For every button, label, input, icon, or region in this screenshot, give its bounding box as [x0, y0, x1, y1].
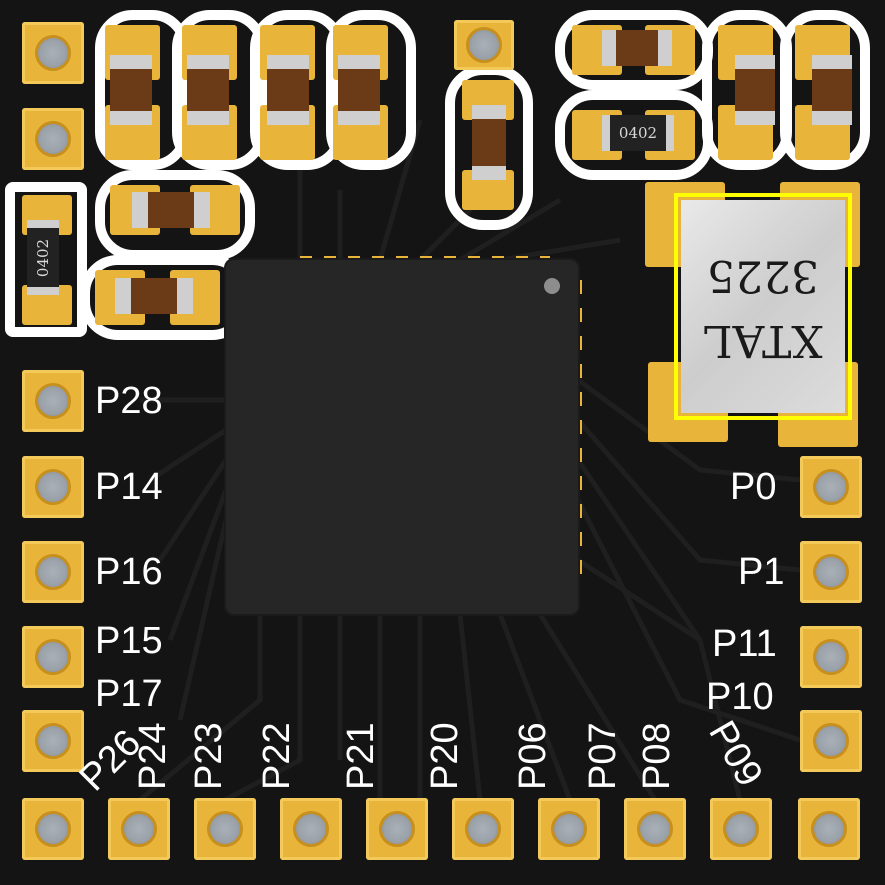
through-hole-pad	[22, 108, 84, 170]
pin-label-rotated: P24	[132, 722, 174, 790]
qfn-chip	[226, 260, 578, 614]
resistor-0402: 0402	[602, 115, 674, 151]
crystal-outline	[674, 193, 852, 420]
capacitor	[267, 55, 309, 125]
pin-pad-p08	[798, 798, 860, 860]
pin-pad-p14	[22, 456, 84, 518]
pin-label: P28	[95, 380, 163, 422]
capacitor	[735, 55, 775, 125]
pin-label-rotated: P21	[340, 722, 382, 790]
chip-pad-column	[574, 280, 582, 580]
capacitor	[812, 55, 852, 125]
silk-outline	[95, 10, 190, 170]
silk-outline	[780, 10, 870, 170]
pin-label: P11	[712, 623, 777, 665]
pin-pad-p22	[366, 798, 428, 860]
capacitor	[187, 55, 229, 125]
pin-pad-p1	[800, 541, 862, 603]
capacitor	[115, 278, 193, 314]
pin-pad-p26	[108, 798, 170, 860]
pin-pad	[22, 798, 84, 860]
pin-pad-p07	[710, 798, 772, 860]
silk-outline	[172, 10, 267, 170]
capacitor	[472, 105, 506, 180]
capacitor	[338, 55, 380, 125]
pin-pad-p10	[800, 710, 862, 772]
pin-pad-p15	[22, 626, 84, 688]
silk-outline	[326, 10, 416, 170]
pin-pad-p17	[22, 710, 84, 772]
through-hole-pad	[454, 20, 514, 70]
pin-pad-p06	[624, 798, 686, 860]
capacitor	[602, 30, 672, 66]
pin-pad-p24	[194, 798, 256, 860]
resistor-label: 0402	[34, 238, 52, 277]
pin-pad-p23	[280, 798, 342, 860]
pin-label: P0	[730, 466, 777, 508]
silk-outline	[5, 182, 87, 337]
pin-label: P10	[706, 676, 774, 718]
silk-outline	[445, 65, 533, 230]
pin-pad-p28	[22, 370, 84, 432]
pin-pad-p16	[22, 541, 84, 603]
pin1-marker	[544, 278, 560, 294]
pin-label-rotated: P08	[636, 722, 678, 790]
pin-pad-p11	[800, 626, 862, 688]
crystal: 3225 XTAL	[681, 200, 845, 413]
pin-label: P16	[95, 551, 163, 593]
capacitor	[132, 192, 210, 228]
capacitor	[110, 55, 152, 125]
pin-label-rotated: P23	[188, 722, 230, 790]
pin-pad-p21	[452, 798, 514, 860]
through-hole-pad	[22, 22, 84, 84]
crystal-size-label: 3225	[707, 250, 819, 301]
pin-label-rotated: P07	[582, 722, 624, 790]
crystal-name-label: XTAL	[703, 315, 823, 366]
resistor-label: 0402	[618, 124, 658, 142]
pin-label-rotated: P20	[424, 722, 466, 790]
pin-label: P14	[95, 466, 163, 508]
pin-label: P1	[738, 551, 785, 593]
resistor-0402: 0402	[27, 220, 59, 295]
pin-pad-p0	[800, 456, 862, 518]
pin-pad-p20	[538, 798, 600, 860]
pin-label: P15	[95, 620, 163, 662]
pin-label: P17	[95, 673, 163, 715]
pin-label-rotated: P22	[256, 722, 298, 790]
pin-label-rotated: P06	[512, 722, 554, 790]
